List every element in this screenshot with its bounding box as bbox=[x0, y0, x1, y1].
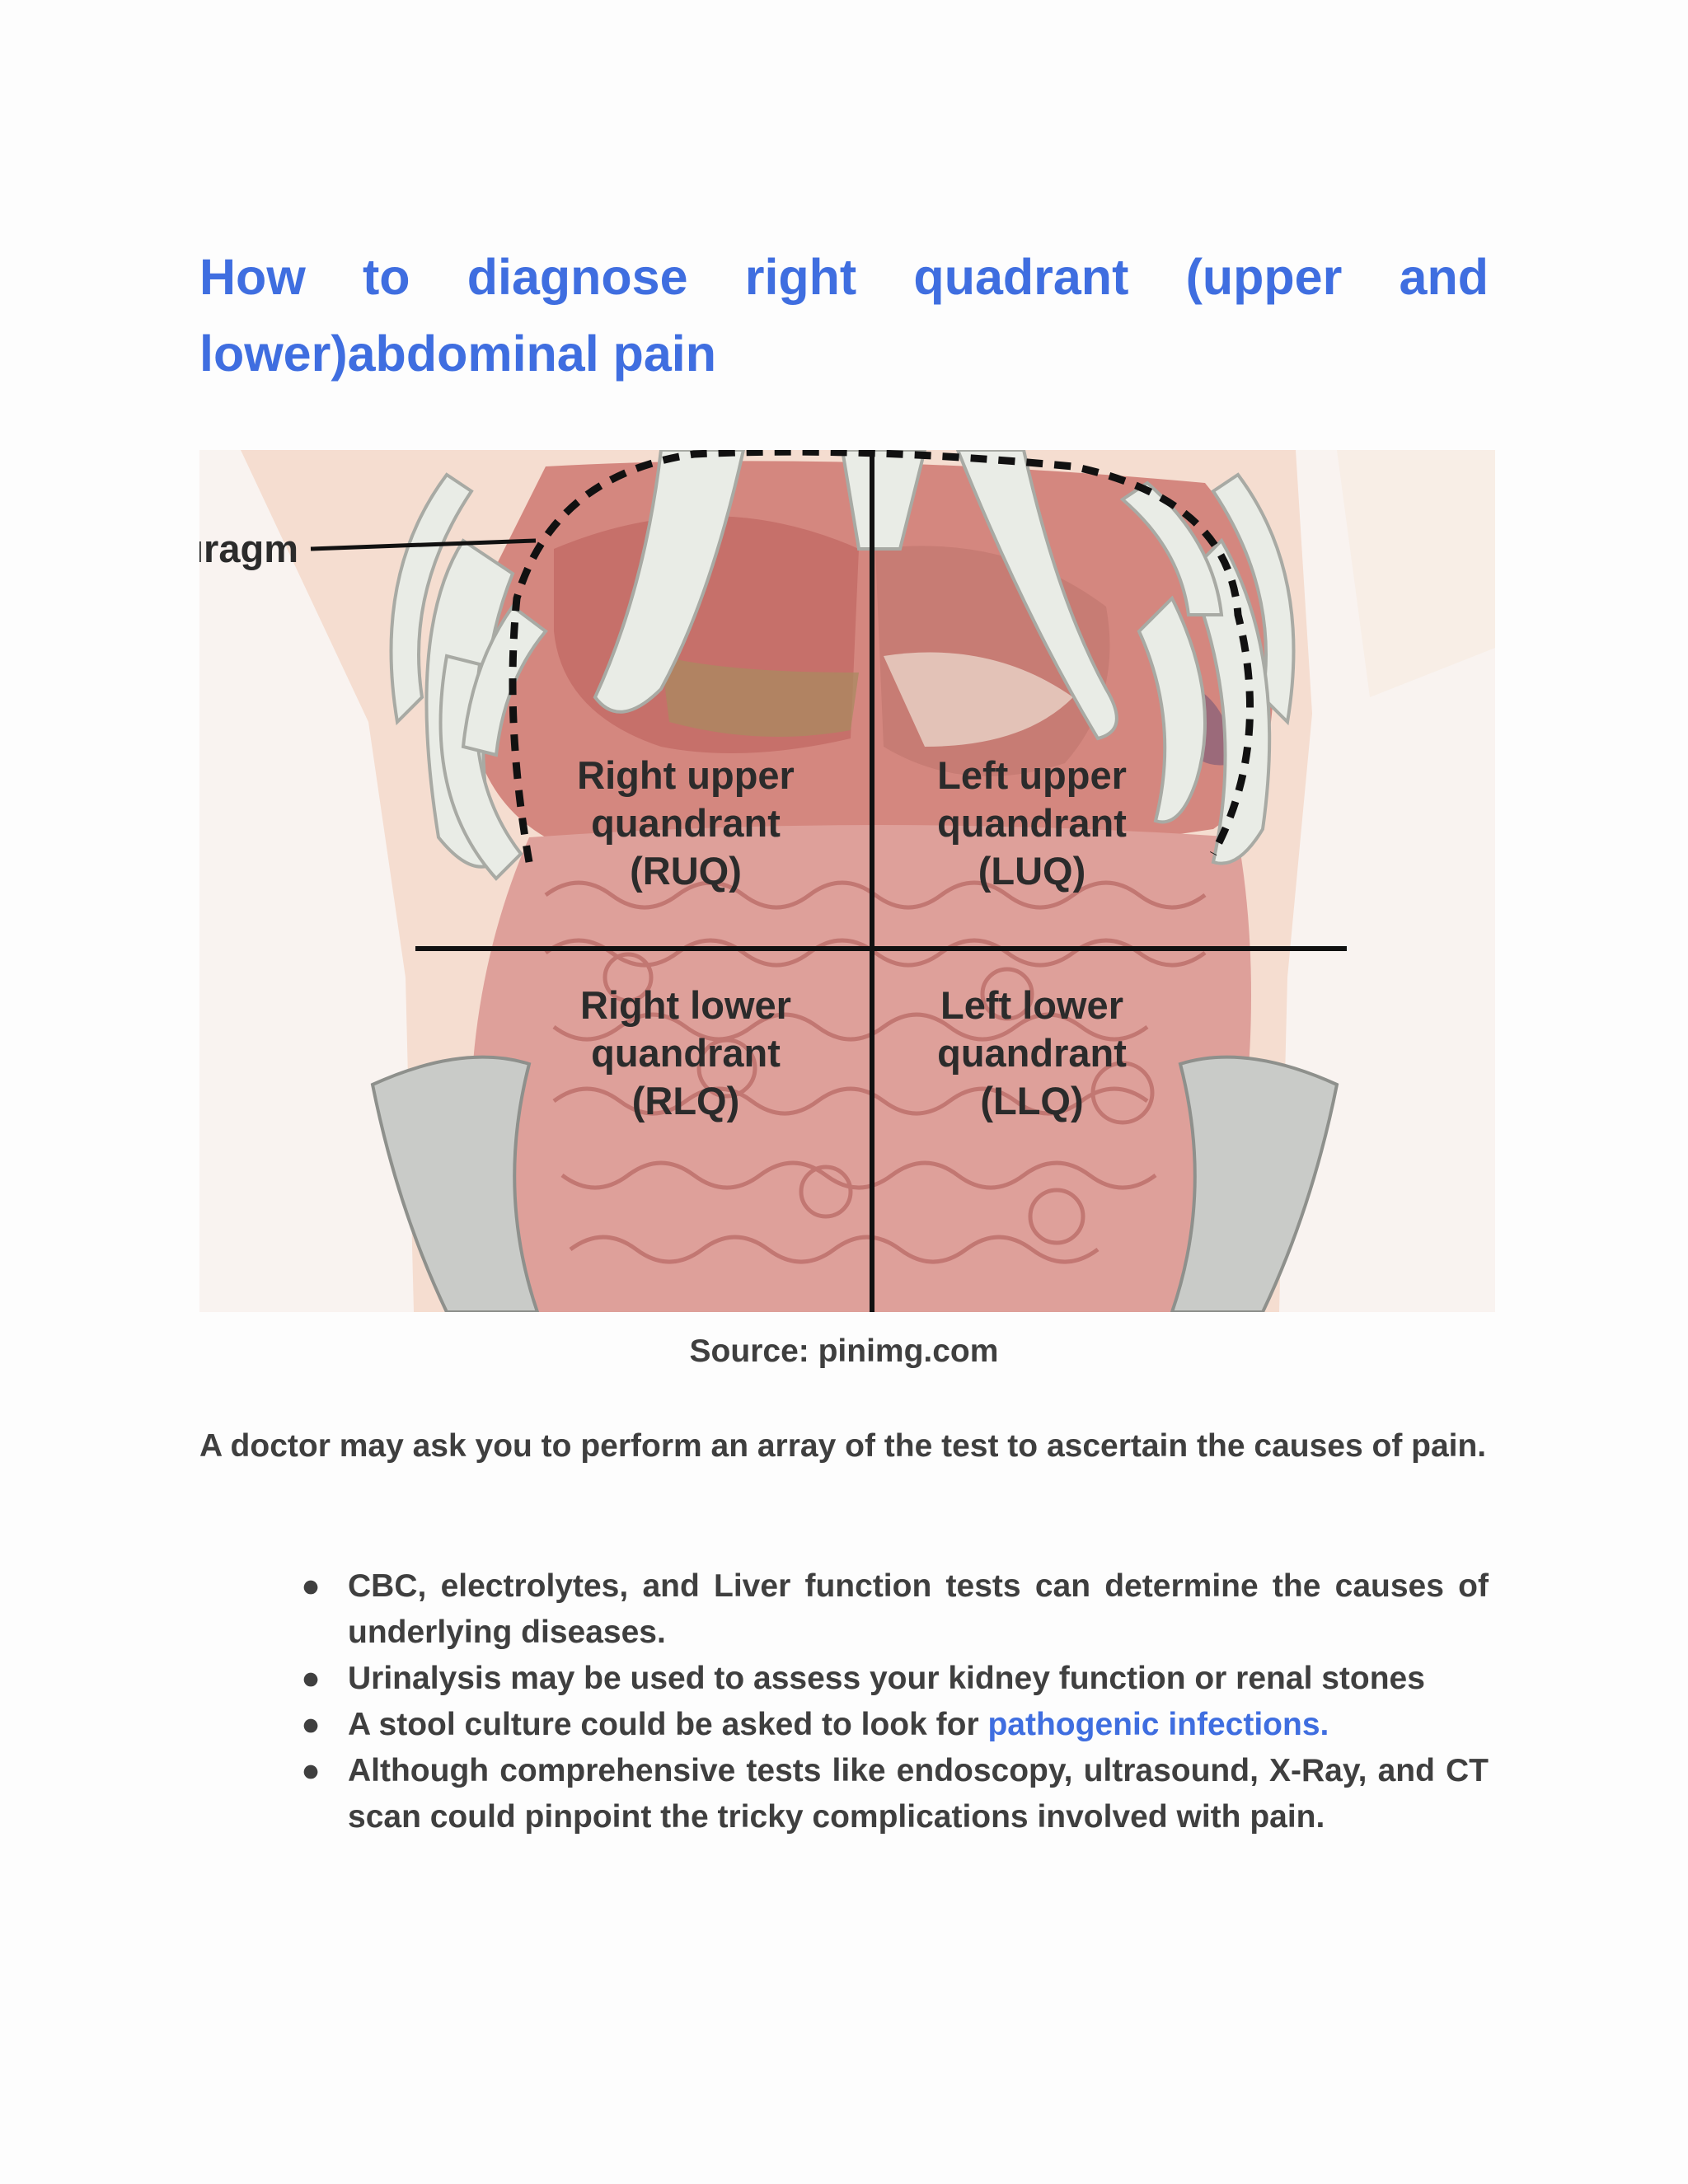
bullet-icon: ● bbox=[301, 1753, 321, 1788]
diaphragm-pointer-line bbox=[310, 538, 537, 551]
list-item: ● A stool culture could be asked to look… bbox=[199, 1702, 1489, 1748]
list-item-text: Urinalysis may be used to assess your ki… bbox=[348, 1661, 1425, 1696]
svg-text:Left upper: Left upper bbox=[937, 753, 1127, 797]
diaphragm-label: ıragm bbox=[199, 527, 298, 570]
list-item-text: Although comprehensive tests like endosc… bbox=[348, 1753, 1489, 1835]
svg-text:(RUQ): (RUQ) bbox=[630, 849, 742, 893]
list-item: ● CBC, electrolytes, and Liver function … bbox=[199, 1563, 1489, 1656]
list-item: ● Urinalysis may be used to assess your … bbox=[199, 1656, 1489, 1702]
list-item-text: A stool culture could be asked to look f… bbox=[348, 1707, 988, 1742]
svg-text:quandrant: quandrant bbox=[937, 1031, 1127, 1075]
intro-paragraph: A doctor may ask you to perform an array… bbox=[199, 1428, 1487, 1464]
list-item-text: CBC, electrolytes, and Liver function te… bbox=[348, 1568, 1489, 1650]
abdominal-quadrants-illustration: ıragm Right upper quandrant (RUQ) Left u… bbox=[199, 450, 1495, 1312]
quadrant-label-luq: Left upper quandrant (LUQ) bbox=[937, 753, 1127, 893]
pelvis bbox=[370, 1055, 1339, 1312]
quadrant-label-ruq: Right upper quandrant (RUQ) bbox=[577, 753, 795, 893]
quadrant-label-rlq: Right lower quandrant (RLQ) bbox=[580, 983, 791, 1122]
abdominal-quadrants-figure: ıragm Right upper quandrant (RUQ) Left u… bbox=[199, 450, 1495, 1312]
svg-text:quandrant: quandrant bbox=[937, 801, 1127, 845]
test-list: ● CBC, electrolytes, and Liver function … bbox=[199, 1563, 1489, 1840]
list-item: ● Although comprehensive tests like endo… bbox=[199, 1748, 1489, 1840]
svg-text:Left lower: Left lower bbox=[940, 983, 1123, 1027]
svg-text:(LUQ): (LUQ) bbox=[978, 849, 1086, 893]
page-title: How to diagnose right quadrant (upper an… bbox=[199, 249, 1489, 382]
figure-caption: Source: pinimg.com bbox=[689, 1333, 999, 1369]
bullet-icon: ● bbox=[301, 1568, 321, 1604]
svg-text:(RLQ): (RLQ) bbox=[632, 1079, 740, 1122]
pathogenic-infections-link[interactable]: pathogenic infections. bbox=[987, 1707, 1329, 1742]
bullet-icon: ● bbox=[301, 1707, 321, 1742]
svg-text:Right lower: Right lower bbox=[580, 983, 791, 1027]
svg-text:quandrant: quandrant bbox=[591, 1031, 781, 1075]
svg-text:Right upper: Right upper bbox=[577, 753, 795, 797]
svg-text:(LLQ): (LLQ) bbox=[980, 1079, 1083, 1122]
rib-cage bbox=[389, 450, 1296, 881]
quadrant-label-llq: Left lower quandrant (LLQ) bbox=[937, 983, 1127, 1122]
bullet-icon: ● bbox=[301, 1661, 321, 1696]
svg-text:quandrant: quandrant bbox=[591, 801, 781, 845]
